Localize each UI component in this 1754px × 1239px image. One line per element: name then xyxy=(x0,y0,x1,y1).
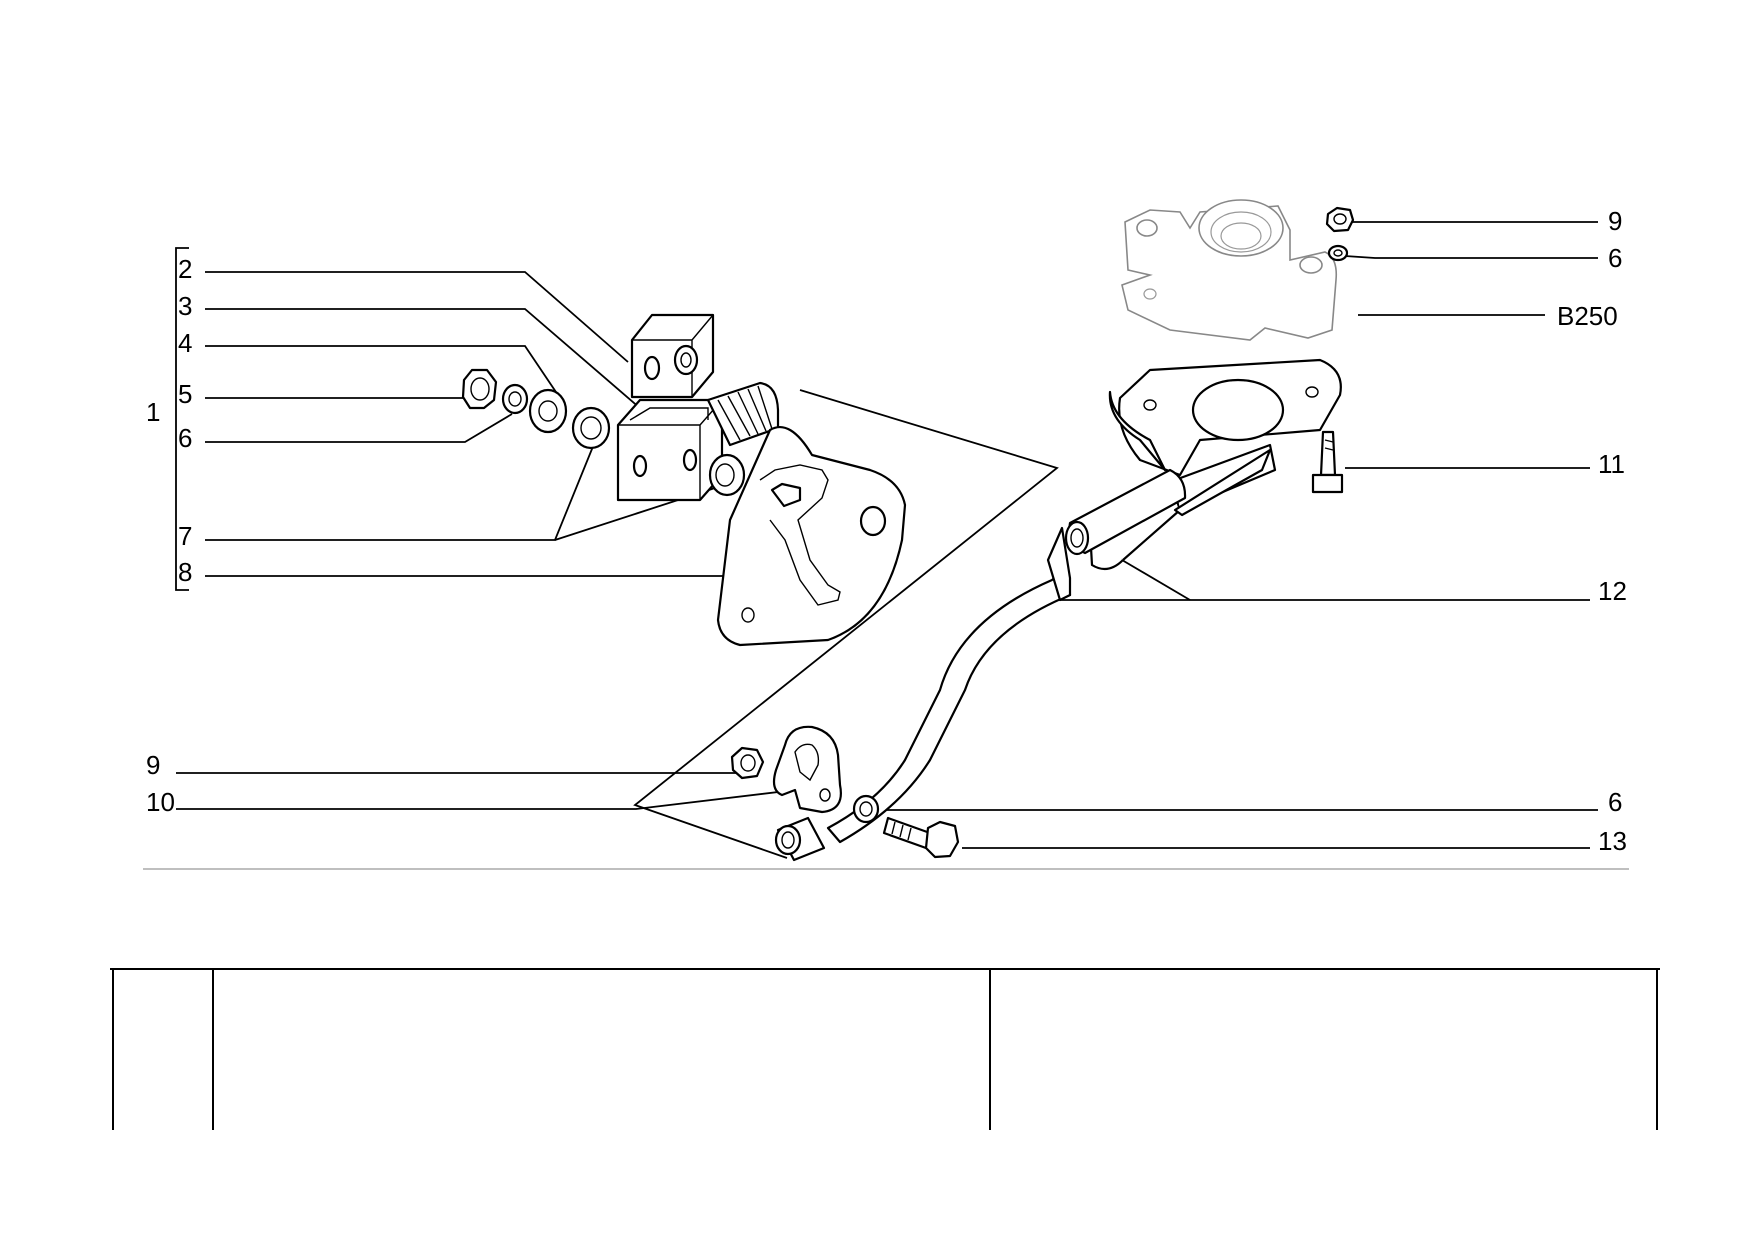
ref-label-13: 13 xyxy=(1598,826,1627,856)
part-clamp-10 xyxy=(772,725,842,814)
ref-label-6: 6 xyxy=(178,423,192,453)
part-bolt-11 xyxy=(1311,430,1344,494)
assembly-outline xyxy=(633,389,1059,859)
ref-label-B250: B250 xyxy=(1557,301,1618,331)
part-washer-6-bottom xyxy=(852,794,880,824)
ref-label-12: 12 xyxy=(1598,576,1627,606)
ref-label-1: 1 xyxy=(146,397,160,427)
ref-label-6-lower: 6 xyxy=(1608,787,1622,817)
part-washer-6 xyxy=(501,383,529,415)
ref-label-4: 4 xyxy=(178,328,192,358)
part-block xyxy=(630,313,715,399)
ref-label-8: 8 xyxy=(178,557,192,587)
part-tube xyxy=(1064,468,1187,556)
ref-label-7: 7 xyxy=(178,521,192,551)
ref-label-5: 5 xyxy=(178,379,192,409)
part-washer-4 xyxy=(528,388,568,434)
ref-label-6-right: 6 xyxy=(1608,243,1622,273)
part-bushing-7a xyxy=(571,406,611,450)
part-bolt-13 xyxy=(882,816,960,859)
part-housing-B250 xyxy=(1121,199,1338,341)
part-mount-plate xyxy=(716,425,907,647)
part-bracket-shaft xyxy=(616,381,780,502)
part-nut-9-top xyxy=(1325,206,1355,233)
parts-table xyxy=(110,968,1660,1130)
ref-label-10: 10 xyxy=(146,787,175,817)
part-nut-9-bottom xyxy=(730,746,765,780)
part-lever xyxy=(826,358,1342,844)
ref-label-9: 9 xyxy=(146,750,160,780)
ref-label-11: 11 xyxy=(1598,449,1625,479)
ref-label-3: 3 xyxy=(178,291,192,321)
ref-label-9-right: 9 xyxy=(1608,206,1622,236)
part-sleeve xyxy=(774,816,826,862)
ref-label-2: 2 xyxy=(178,254,192,284)
leader-lines xyxy=(176,221,1598,849)
group-bracket xyxy=(175,247,189,591)
part-bushing-7b xyxy=(708,453,746,497)
part-nut-5 xyxy=(461,368,498,410)
reference-labels: 1 2 3 4 5 6 7 8 9 10 9 6 B250 11 12 6 13 xyxy=(146,206,1627,856)
part-washer-6-top xyxy=(1327,244,1349,262)
